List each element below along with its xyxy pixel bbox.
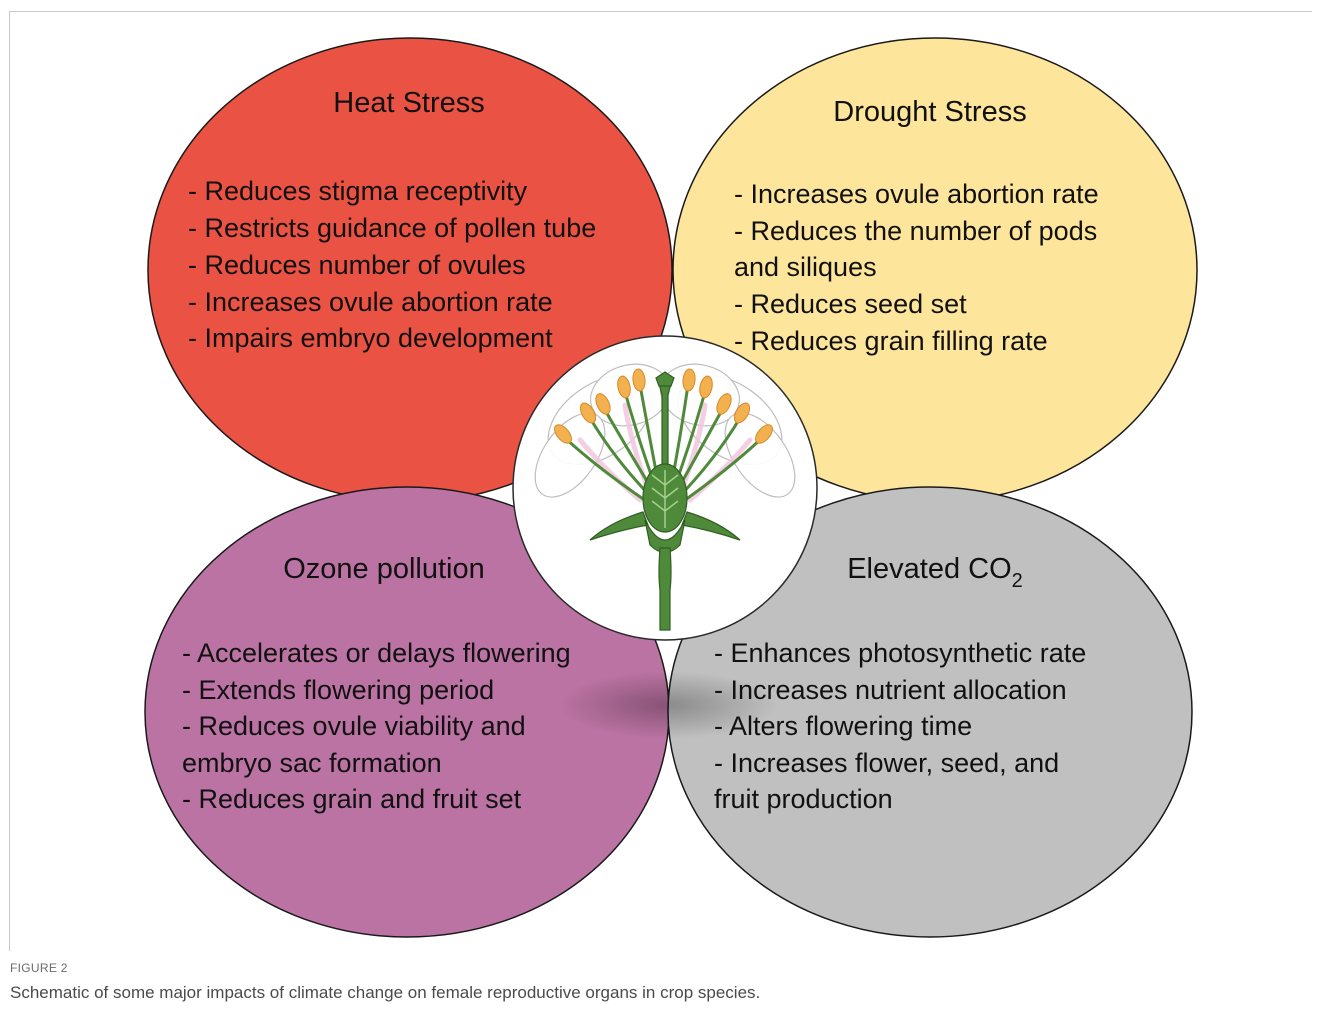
climate-impact-diagram: Heat Stress - Reduces stigma receptivity…	[144, 37, 1198, 938]
ozone-line-2: - Extends flowering period	[182, 675, 494, 705]
ozone-line-1: - Accelerates or delays flowering	[182, 638, 571, 668]
heat-line-1: - Reduces stigma receptivity	[188, 176, 528, 206]
heat-stress-title: Heat Stress	[333, 87, 485, 119]
co2-title-main: Elevated CO	[847, 553, 1011, 585]
figure-caption: Schematic of some major impacts of clima…	[10, 983, 761, 1002]
drought-line-3: and siliques	[734, 252, 877, 282]
ozone-line-3: - Reduces ovule viability and	[182, 711, 526, 741]
co2-line-2: - Increases nutrient allocation	[714, 675, 1067, 705]
co2-title-subscript: 2	[1012, 570, 1023, 592]
heat-line-4: - Increases ovule abortion rate	[188, 287, 553, 317]
drought-line-2: - Reduces the number of pods	[734, 216, 1097, 246]
ozone-line-5: - Reduces grain and fruit set	[182, 784, 522, 814]
flower-cross-section-icon	[512, 335, 818, 641]
co2-line-1: - Enhances photosynthetic rate	[714, 638, 1086, 668]
pistil	[589, 371, 741, 631]
co2-line-3: - Alters flowering time	[714, 711, 972, 741]
heat-line-2: - Restricts guidance of pollen tube	[188, 213, 596, 243]
drought-line-4: - Reduces seed set	[734, 289, 967, 319]
ozone-pollution-title: Ozone pollution	[283, 553, 485, 585]
elevated-co2-title: Elevated CO2	[847, 553, 1023, 592]
drought-line-5: - Reduces grain filling rate	[734, 326, 1048, 356]
overlap-shadow	[558, 671, 778, 739]
figure-frame	[9, 11, 1312, 951]
drought-stress-title: Drought Stress	[833, 96, 1026, 128]
figure-label: FIGURE 2	[10, 961, 68, 975]
co2-line-5: fruit production	[714, 784, 893, 814]
co2-line-4: - Increases flower, seed, and	[714, 748, 1059, 778]
drought-line-1: - Increases ovule abortion rate	[734, 179, 1099, 209]
anthers	[554, 368, 773, 444]
heat-line-3: - Reduces number of ovules	[188, 250, 526, 280]
ozone-line-4: embryo sac formation	[182, 748, 442, 778]
heat-line-5: - Impairs embryo development	[188, 323, 553, 353]
